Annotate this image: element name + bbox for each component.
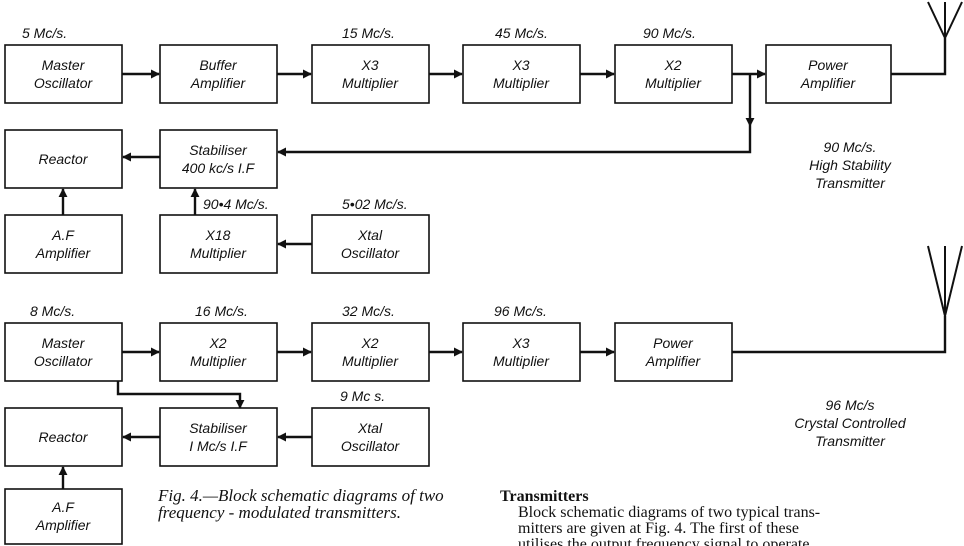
svg-text:Crystal Controlled: Crystal Controlled xyxy=(794,415,906,431)
svg-text:Power: Power xyxy=(653,335,694,351)
bottom-freq-master: 8 Mc/s. xyxy=(30,303,75,319)
svg-text:90 Mc/s.: 90 Mc/s. xyxy=(824,139,877,155)
svg-text:X3: X3 xyxy=(511,57,529,73)
bottom-antenna-icon xyxy=(927,245,963,317)
bottom-diagram: Master Oscillator X2 Multiplier X2 Multi… xyxy=(4,245,963,545)
bottom-freq-mult1: 16 Mc/s. xyxy=(195,303,248,319)
bottom-signal-paths xyxy=(58,316,947,489)
article-line-1: Block schematic diagrams of two typical … xyxy=(518,504,821,521)
bottom-transmitter-description: 96 Mc/s Crystal Controlled Transmitter xyxy=(794,397,906,449)
bottom-freq-mult2: 32 Mc/s. xyxy=(342,303,395,319)
top-buffer-amplifier-block: Buffer Amplifier xyxy=(159,44,278,104)
svg-text:400 kc/s I.F: 400 kc/s I.F xyxy=(182,160,256,176)
svg-text:Amplifier: Amplifier xyxy=(35,517,92,533)
svg-text:Stabiliser: Stabiliser xyxy=(189,142,248,158)
svg-text:Buffer: Buffer xyxy=(199,57,238,73)
top-diagram: Master Oscillator Buffer Amplifier X3 Mu… xyxy=(4,1,963,274)
top-freq-xtal: 5•02 Mc/s. xyxy=(342,196,408,212)
svg-text:Multiplier: Multiplier xyxy=(645,75,702,91)
svg-text:Xtal: Xtal xyxy=(357,420,383,436)
bottom-power-amplifier-block: Power Amplifier xyxy=(614,322,733,382)
article-heading: Transmitters xyxy=(500,488,589,505)
svg-text:Transmitter: Transmitter xyxy=(815,433,886,449)
svg-text:Multiplier: Multiplier xyxy=(493,75,550,91)
article-excerpt: Transmitters Block schematic diagrams of… xyxy=(500,488,964,546)
top-x3-multiplier-1-block: X3 Multiplier xyxy=(311,44,430,104)
svg-text:Oscillator: Oscillator xyxy=(341,245,401,261)
top-x2-multiplier-block: X2 Multiplier xyxy=(614,44,733,104)
svg-text:X3: X3 xyxy=(511,335,529,351)
svg-text:Stabiliser: Stabiliser xyxy=(189,420,248,436)
top-transmitter-description: 90 Mc/s. High Stability Transmitter xyxy=(809,139,892,191)
svg-text:X2: X2 xyxy=(208,335,226,351)
bottom-x2-multiplier-1-block: X2 Multiplier xyxy=(159,322,278,382)
svg-text:Transmitter: Transmitter xyxy=(815,175,886,191)
bottom-af-amplifier-block: A.F Amplifier xyxy=(4,488,123,545)
svg-text:I Mc/s I.F: I Mc/s I.F xyxy=(189,438,248,454)
top-antenna-icon xyxy=(927,1,963,39)
bottom-xtal-oscillator-block: Xtal Oscillator xyxy=(311,407,430,467)
svg-text:Multiplier: Multiplier xyxy=(493,353,550,369)
top-master-oscillator-block: Master Oscillator xyxy=(4,44,123,104)
top-freq-mult2: 45 Mc/s. xyxy=(495,25,548,41)
svg-text:Reactor: Reactor xyxy=(38,151,88,167)
svg-text:Oscillator: Oscillator xyxy=(34,353,94,369)
svg-text:Amplifier: Amplifier xyxy=(190,75,247,91)
figure-caption-prefix: Fig. 4. xyxy=(158,486,203,505)
top-af-amplifier-block: A.F Amplifier xyxy=(4,214,123,274)
top-reactor-block: Reactor xyxy=(4,129,123,189)
svg-text:Amplifier: Amplifier xyxy=(35,245,92,261)
top-x18-multiplier-block: X18 Multiplier xyxy=(159,214,278,274)
article-line-2: mitters are given at Fig. 4. The first o… xyxy=(518,520,799,537)
svg-text:Amplifier: Amplifier xyxy=(645,353,702,369)
top-freq-mult3: 90 Mc/s. xyxy=(643,25,696,41)
top-x3-multiplier-2-block: X3 Multiplier xyxy=(462,44,581,104)
svg-text:High Stability: High Stability xyxy=(809,157,892,173)
top-power-amplifier-block: Power Amplifier xyxy=(765,44,892,104)
svg-text:Amplifier: Amplifier xyxy=(800,75,857,91)
svg-text:A.F: A.F xyxy=(51,227,75,243)
top-freq-master: 5 Mc/s. xyxy=(22,25,67,41)
top-signal-paths xyxy=(58,38,947,249)
bottom-reactor-block: Reactor xyxy=(4,407,123,467)
article-line-3: utilises the output frequency signal to … xyxy=(518,536,810,546)
svg-text:Master: Master xyxy=(42,57,86,73)
svg-text:Reactor: Reactor xyxy=(38,429,88,445)
top-freq-mult1: 15 Mc/s. xyxy=(342,25,395,41)
bottom-stabiliser-block: Stabiliser I Mc/s I.F xyxy=(159,407,278,467)
bottom-freq-mult3: 96 Mc/s. xyxy=(494,303,547,319)
top-stabiliser-block: Stabiliser 400 kc/s I.F xyxy=(159,129,278,189)
svg-text:X2: X2 xyxy=(663,57,681,73)
svg-text:Multiplier: Multiplier xyxy=(342,75,399,91)
figure-caption-text: —Block schematic diagrams of two frequen… xyxy=(158,486,444,522)
svg-text:Multiplier: Multiplier xyxy=(190,245,247,261)
bottom-freq-xtal: 9 Mc s. xyxy=(340,388,385,404)
svg-text:Xtal: Xtal xyxy=(357,227,383,243)
svg-text:Power: Power xyxy=(808,57,849,73)
svg-text:X18: X18 xyxy=(205,227,231,243)
svg-text:Oscillator: Oscillator xyxy=(34,75,94,91)
svg-text:Oscillator: Oscillator xyxy=(341,438,401,454)
figure-caption: Fig. 4.—Block schematic diagrams of two … xyxy=(158,487,498,521)
top-xtal-oscillator-block: Xtal Oscillator xyxy=(311,214,430,274)
bottom-x3-multiplier-block: X3 Multiplier xyxy=(462,322,581,382)
bottom-x2-multiplier-2-block: X2 Multiplier xyxy=(311,322,430,382)
svg-text:Multiplier: Multiplier xyxy=(342,353,399,369)
svg-text:Multiplier: Multiplier xyxy=(190,353,247,369)
bottom-master-oscillator-block: Master Oscillator xyxy=(4,322,123,382)
top-freq-x18: 90•4 Mc/s. xyxy=(203,196,269,212)
svg-text:96 Mc/s: 96 Mc/s xyxy=(825,397,874,413)
svg-text:X3: X3 xyxy=(360,57,378,73)
svg-text:X2: X2 xyxy=(360,335,378,351)
svg-text:Master: Master xyxy=(42,335,86,351)
svg-text:A.F: A.F xyxy=(51,499,75,515)
